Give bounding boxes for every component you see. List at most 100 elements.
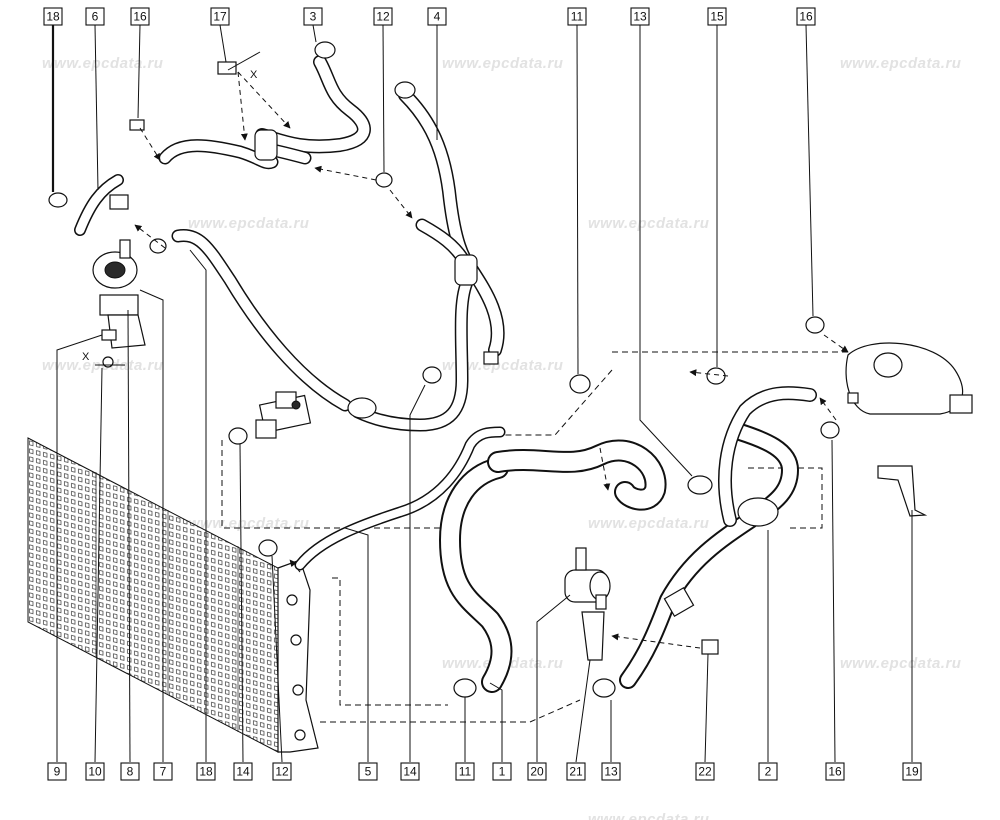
callout-label: 16 — [133, 10, 147, 24]
clamp — [422, 366, 442, 384]
y-connector — [254, 129, 278, 161]
callout-label: 12 — [275, 765, 289, 779]
callout-label: 13 — [633, 10, 647, 24]
callout-label: 16 — [799, 10, 813, 24]
callout-box: 18 — [196, 762, 216, 781]
callout-box: 16 — [796, 7, 816, 26]
callout-label: 11 — [571, 10, 584, 24]
callout-box: 9 — [47, 762, 67, 781]
watermark: www.epcdata.ru — [588, 811, 709, 820]
clamp — [701, 639, 719, 655]
assembly-arrows — [134, 71, 849, 649]
hose-4-connector — [394, 81, 416, 99]
clamp — [48, 192, 68, 208]
dimension-mark: X — [82, 351, 90, 363]
callout-box: 17 — [210, 7, 230, 26]
callout-label: 4 — [434, 10, 441, 24]
callout-label: 19 — [905, 765, 919, 779]
callout-label: 18 — [46, 10, 60, 24]
clamp — [706, 367, 726, 385]
callout-label: 10 — [88, 765, 102, 779]
clamp — [149, 238, 167, 254]
clamp — [453, 678, 477, 698]
callout-label: 5 — [365, 765, 372, 779]
callout-box: 3 — [303, 7, 323, 26]
callout-box: 16 — [825, 762, 845, 781]
callout-box: 16 — [130, 7, 150, 26]
hose-2-sleeve — [663, 587, 695, 617]
callout-label: 22 — [698, 765, 712, 779]
callouts-bottom: 9 10 8 7 18 14 12 5 14 11 1 20 21 13 22 … — [47, 762, 922, 781]
callout-label: 6 — [92, 10, 99, 24]
callout-label: 17 — [213, 10, 227, 24]
callout-label: 7 — [160, 765, 167, 779]
callout-box: 2 — [758, 762, 778, 781]
clamp — [569, 374, 591, 394]
clamp — [687, 475, 713, 495]
callouts-top: 18 6 16 17 3 12 4 11 13 15 16 — [43, 7, 816, 26]
callout-box: 7 — [153, 762, 173, 781]
outlet-housing — [92, 194, 146, 349]
callout-label: 8 — [127, 765, 134, 779]
watermark: www.epcdata.ru — [442, 55, 563, 72]
callout-label: 21 — [569, 765, 583, 779]
callout-box: 13 — [601, 762, 621, 781]
clamp — [258, 539, 278, 557]
callout-box: 14 — [233, 762, 253, 781]
clamp — [129, 119, 145, 131]
callout-box: 11 — [455, 762, 475, 781]
hoses — [74, 55, 817, 693]
callout-box: 8 — [120, 762, 140, 781]
callout-box: 22 — [695, 762, 715, 781]
radiator-end-tank — [277, 559, 319, 753]
assembly-frames — [221, 351, 850, 723]
callout-label: 11 — [459, 765, 472, 779]
radiator — [27, 437, 319, 753]
callout-label: 18 — [199, 765, 213, 779]
hose-2-outlet — [737, 497, 779, 527]
callout-box: 14 — [400, 762, 420, 781]
callout-label: 1 — [499, 765, 506, 779]
watermark: www.epcdata.ru — [442, 357, 563, 374]
callout-box: 4 — [427, 7, 447, 26]
valve-block — [255, 391, 377, 439]
callout-box: 21 — [566, 762, 586, 781]
watermark: www.epcdata.ru — [42, 55, 163, 72]
callout-box: 13 — [630, 7, 650, 26]
callout-label: 14 — [236, 765, 250, 779]
callout-label: 15 — [710, 10, 724, 24]
hose-4-junction — [454, 254, 478, 286]
clamp — [228, 427, 248, 445]
watermark: www.epcdata.ru — [840, 655, 961, 672]
callout-label: 14 — [403, 765, 417, 779]
watermark: www.epcdata.ru — [840, 55, 961, 72]
callout-label: 2 — [765, 765, 772, 779]
callout-box: 12 — [272, 762, 292, 781]
watermark: www.epcdata.ru — [588, 215, 709, 232]
pump-bracket — [581, 611, 605, 661]
callout-label: 16 — [828, 765, 842, 779]
clamp — [217, 61, 237, 75]
callout-box: 15 — [707, 7, 727, 26]
auxiliary-pump — [564, 547, 611, 610]
callout-label: 9 — [54, 765, 61, 779]
hose-3-connector — [314, 41, 336, 59]
clamp — [820, 421, 840, 439]
watermark: www.epcdata.ru — [588, 515, 709, 532]
callout-box: 20 — [527, 762, 547, 781]
dimension-mark: X — [250, 69, 258, 81]
callout-box: 19 — [902, 762, 922, 781]
callout-label: 3 — [310, 10, 317, 24]
leader-lines — [51, 24, 913, 763]
callout-box: 12 — [373, 7, 393, 26]
callout-box: 1 — [492, 762, 512, 781]
callout-label: 20 — [530, 765, 544, 779]
clip — [101, 329, 117, 341]
callout-box: 18 — [43, 7, 63, 26]
callout-box: 11 — [567, 7, 587, 26]
clamp — [592, 678, 616, 698]
components — [92, 41, 973, 661]
tank-bracket — [877, 465, 928, 517]
watermark-layer: www.epcdata.ru www.epcdata.ru www.epcdat… — [42, 55, 961, 820]
